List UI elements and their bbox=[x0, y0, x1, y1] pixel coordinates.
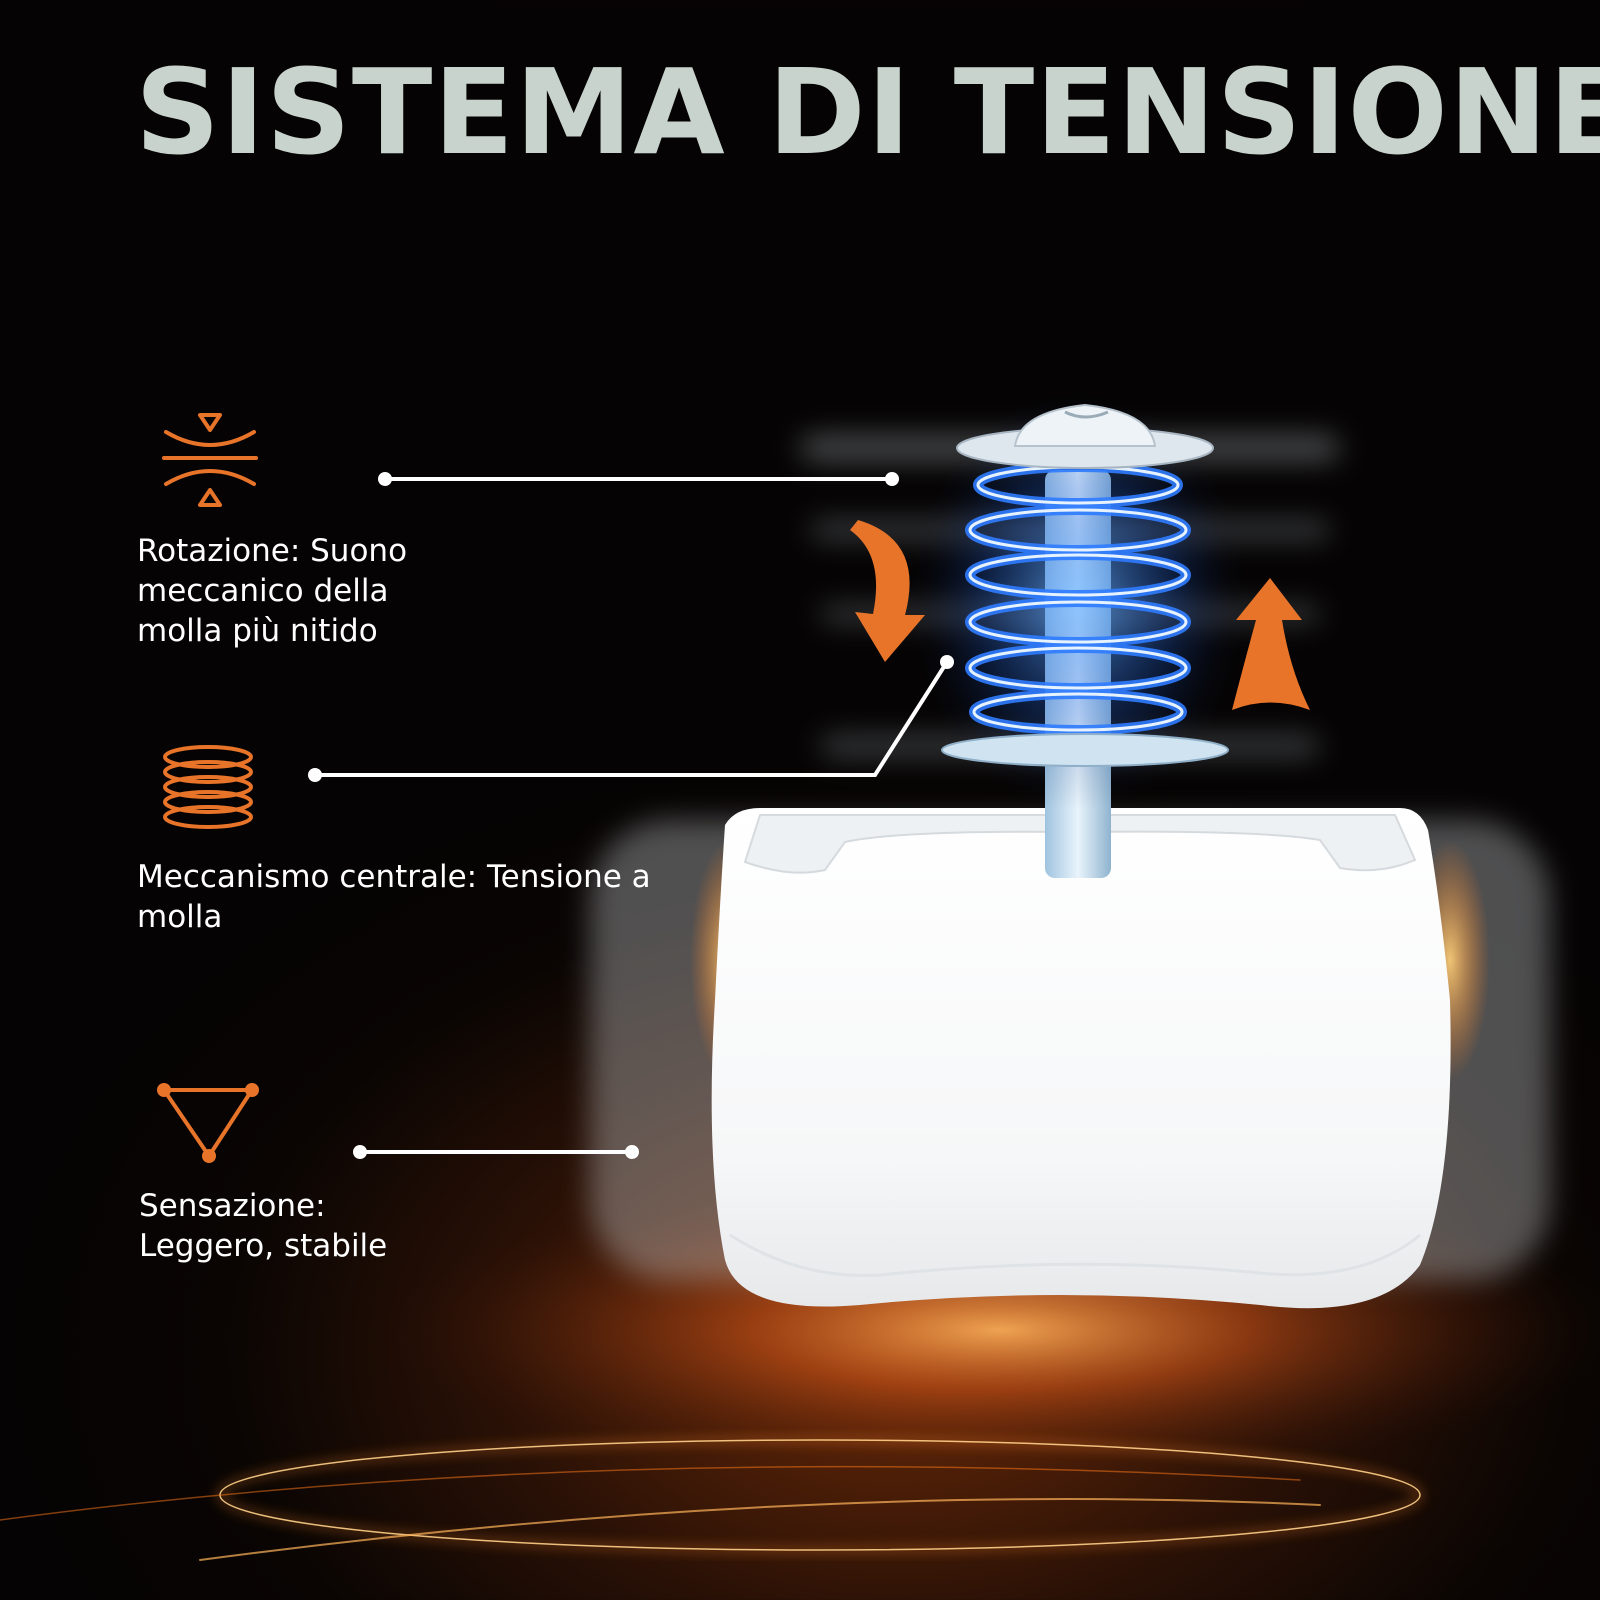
feature-feel-text: Sensazione: Leggero, stabile bbox=[139, 1188, 388, 1264]
down-arrow-icon bbox=[850, 520, 925, 662]
up-arrow-icon bbox=[1232, 578, 1310, 710]
light-streaks bbox=[0, 1438, 1422, 1561]
feature-mechanism-text: Meccanismo centrale: Tensione a molla bbox=[137, 859, 651, 935]
screw-head bbox=[956, 403, 1214, 469]
knob-body bbox=[690, 808, 1490, 1309]
feature-rotation-text: Rotazione: Suono meccanico della molla p… bbox=[137, 533, 408, 649]
coil-spring-icon bbox=[163, 745, 253, 829]
callout-dots bbox=[308, 472, 954, 1159]
compression-icon bbox=[162, 413, 258, 507]
callout-line-2 bbox=[315, 660, 949, 777]
callout-lines bbox=[315, 477, 949, 1154]
page-title: SISTEMA DI TENSIONE bbox=[135, 43, 1600, 181]
triangle-nodes-icon bbox=[157, 1083, 259, 1163]
washer bbox=[941, 733, 1229, 767]
spring-coils bbox=[965, 462, 1191, 735]
